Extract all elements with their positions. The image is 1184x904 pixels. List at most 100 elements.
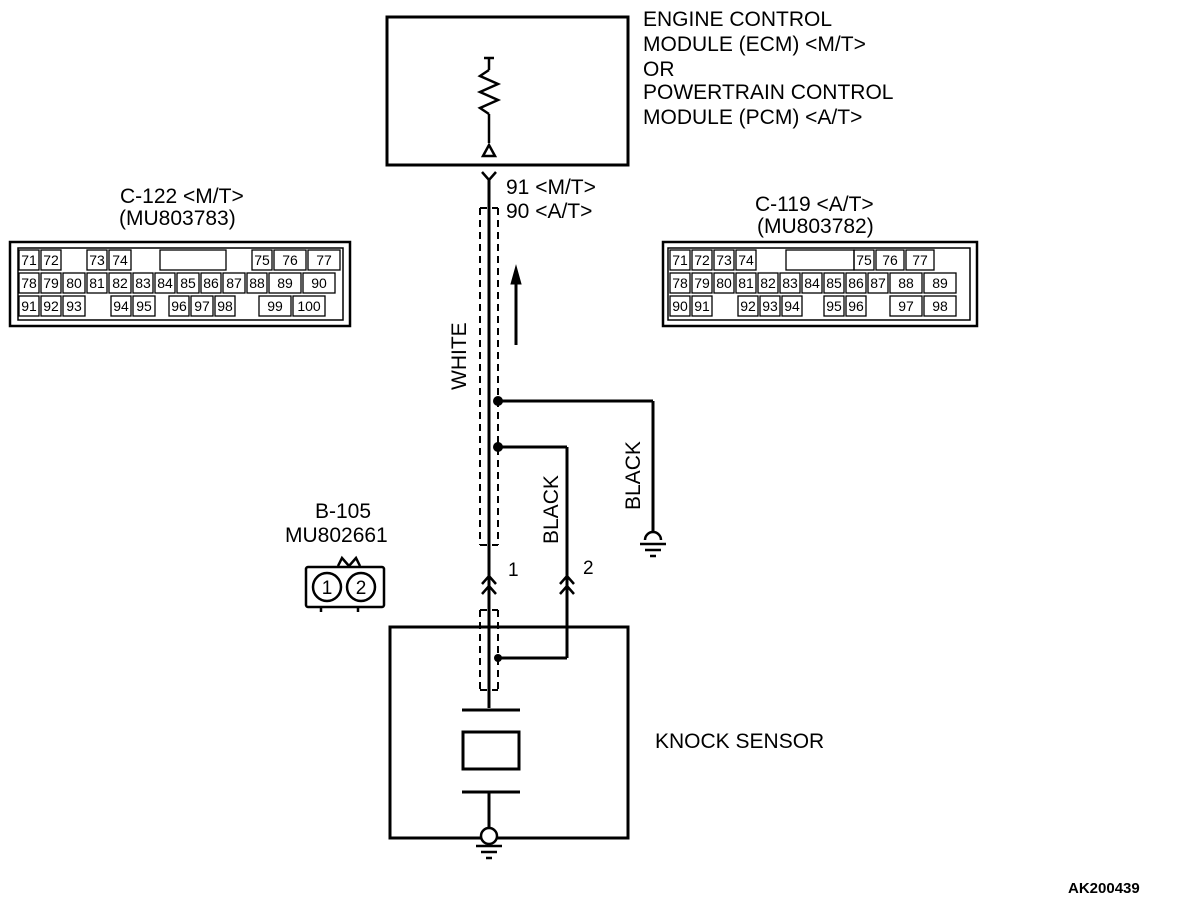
c119-cavity [845, 272, 867, 294]
c119-cavity [905, 249, 935, 271]
c119-pin-number: 84 [804, 275, 820, 291]
c122-pin-number: 86 [203, 275, 219, 291]
c119-pin-number: 71 [672, 252, 688, 268]
terminal-label-at: 90 <A/T> [506, 200, 592, 223]
c122-pin-number: 93 [66, 298, 82, 314]
c119-cavity [669, 272, 691, 294]
c122-cavity [154, 272, 176, 294]
c122-cavity [292, 295, 326, 317]
c119-cavity [713, 249, 735, 271]
c122-pin-number: 99 [267, 298, 283, 314]
c119-pin-number: 74 [738, 252, 754, 268]
c119-cavity [735, 249, 757, 271]
c122-cavity [108, 249, 132, 271]
ground-symbol-sensor [476, 826, 502, 860]
c119-pin-number: 98 [932, 298, 948, 314]
c119-cavity [781, 295, 803, 317]
c122-pin-number: 71 [21, 252, 37, 268]
shield-lower [479, 609, 499, 691]
c119-cavity [713, 272, 735, 294]
c119-cavity [923, 295, 957, 317]
c122-pin-number: 81 [89, 275, 105, 291]
c119-pin-number: 79 [694, 275, 710, 291]
c122-pin-number: 91 [21, 298, 37, 314]
c122-pin-number: 95 [136, 298, 152, 314]
c122-pin-number: 80 [66, 275, 82, 291]
c119-pin-number: 73 [716, 252, 732, 268]
c122-pin-number: 98 [217, 298, 233, 314]
c122-pin-number: 97 [194, 298, 210, 314]
splice-point-sensor [494, 654, 502, 662]
c119-pin-number: 81 [738, 275, 754, 291]
white-wire-label: WHITE [448, 322, 471, 390]
ground-symbol-ecm [640, 530, 666, 558]
c122-pin-number: 82 [112, 275, 128, 291]
c122-pin-number: 79 [43, 275, 59, 291]
splice-point-shield [493, 442, 503, 452]
c119-pin-number: 75 [856, 252, 872, 268]
ecm-title-line4: POWERTRAIN CONTROL [643, 81, 893, 104]
c122-cavity [168, 295, 190, 317]
c119-pin-number: 93 [762, 298, 778, 314]
figure-code: AK200439 [1068, 880, 1140, 897]
c119-pin-number: 94 [784, 298, 800, 314]
c119-pin-number: 78 [672, 275, 688, 291]
c122-cavity [86, 272, 108, 294]
black-ground-wire [498, 399, 655, 533]
c122-pin-number: 87 [226, 275, 242, 291]
b105-pin1: 1 [322, 578, 333, 599]
knock-sensor-box [388, 625, 630, 840]
c122-cavity [176, 272, 200, 294]
c122-cavity [214, 295, 236, 317]
c119-pin-number: 82 [760, 275, 776, 291]
c119-cavity [691, 272, 713, 294]
c122-cavity [40, 249, 62, 271]
c122-cavity [251, 249, 273, 271]
c122-pin-number: 100 [297, 298, 321, 314]
c122-pin-number: 88 [249, 275, 265, 291]
c122-pin-number: 76 [282, 252, 298, 268]
c119-part-number: (MU803782) [757, 215, 874, 238]
c119-cavity [889, 295, 923, 317]
c122-pin-number: 94 [113, 298, 129, 314]
c119-pin-number: 76 [882, 252, 898, 268]
c122-cavity [190, 295, 214, 317]
c119-cavity [867, 272, 889, 294]
c119-pin-number: 87 [870, 275, 886, 291]
c122-cavity [302, 272, 336, 294]
c119-cavity [779, 272, 801, 294]
c119-cavity [923, 272, 957, 294]
b105-part-number: MU802661 [285, 524, 388, 547]
c119-pin-number: 97 [898, 298, 914, 314]
c122-pin-number: 96 [171, 298, 187, 314]
c119-pin-number: 91 [694, 298, 710, 314]
knock-sensor-label: KNOCK SENSOR [655, 730, 824, 753]
c122-cavity [108, 272, 132, 294]
c119-cavity [669, 249, 691, 271]
c119-blank-cavity [785, 249, 855, 271]
c122-pin-number: 85 [180, 275, 196, 291]
c119-cavity [759, 295, 781, 317]
pin-label-1: 1 [508, 560, 519, 581]
c119-cavity [875, 249, 905, 271]
c119-pin-number: 95 [826, 298, 842, 314]
piezo-element [461, 708, 521, 828]
c119-cavity [735, 272, 757, 294]
pin-label-2: 2 [583, 558, 594, 579]
b105-pin2: 2 [356, 578, 367, 599]
ecm-title-line5: MODULE (PCM) <A/T> [643, 106, 862, 129]
black-sensor-label: BLACK [540, 475, 563, 544]
c119-cavity [691, 249, 713, 271]
c122-pin-number: 92 [43, 298, 59, 314]
signal-arrow [510, 264, 522, 345]
c122-cavity [18, 272, 40, 294]
connector-mark-pin2 [559, 574, 575, 595]
c122-cavity [258, 295, 292, 317]
c122-cavity [40, 272, 62, 294]
c122-cavity [246, 272, 268, 294]
c119-pin-number: 72 [694, 252, 710, 268]
c119-title: C-119 <A/T> [755, 193, 874, 216]
ecm-box [385, 15, 630, 167]
c122-part-number: (MU803783) [119, 207, 236, 230]
